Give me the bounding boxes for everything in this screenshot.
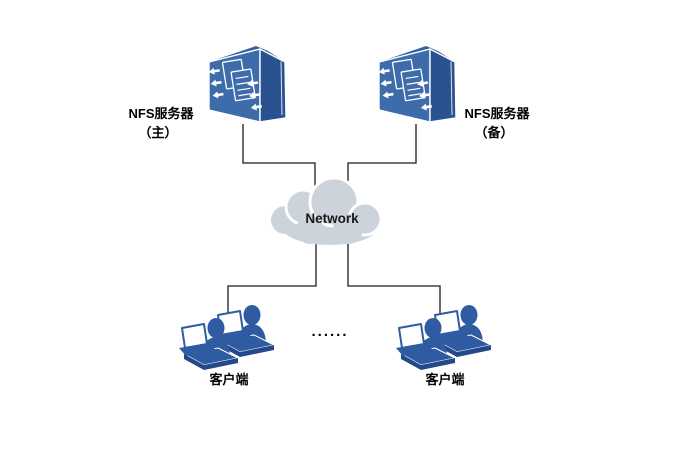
client-left-label: 客户端 [209, 372, 248, 387]
connector-network-to-client-right [347, 240, 441, 320]
connector-backup-server-to-network [347, 124, 417, 196]
nfs-server-primary-role: （主） [138, 125, 177, 140]
more-clients-ellipsis: ...... [311, 323, 348, 340]
client-group-left-icon [178, 304, 275, 371]
client-right-label: 客户端 [425, 372, 464, 387]
nfs-server-backup-label: NFS服务器 [464, 106, 530, 121]
cloud-icon [271, 176, 383, 245]
nfs-server-backup-role: （备） [474, 125, 513, 140]
connector-primary-server-to-network [242, 124, 316, 196]
nfs-server-primary-label: NFS服务器 [128, 106, 194, 121]
client-group-right-icon [395, 304, 492, 371]
nfs-server-primary-icon [208, 46, 286, 122]
nfs-server-backup-icon [378, 46, 456, 122]
connector-network-to-client-left [227, 240, 317, 320]
network-label: Network [305, 211, 359, 226]
